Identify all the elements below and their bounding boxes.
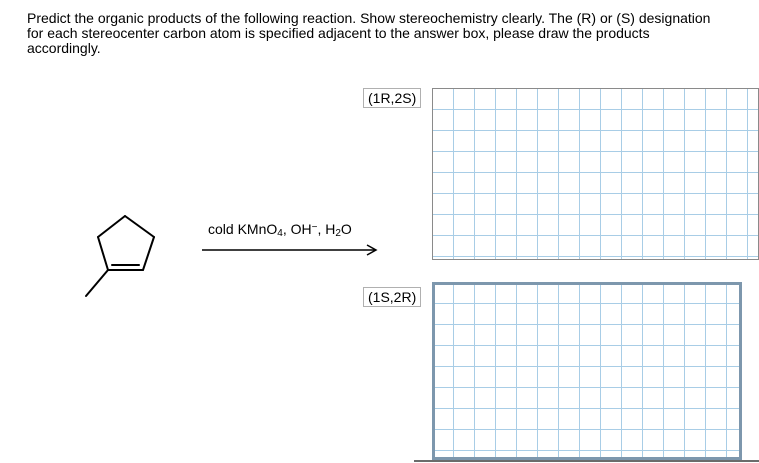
question-text: Predict the organic products of the foll… bbox=[27, 10, 711, 56]
bond-c1-c2 bbox=[124, 215, 155, 238]
bond-c2-c3 bbox=[142, 236, 155, 271]
bond-c4-c5 bbox=[97, 236, 109, 271]
bond-c5-c1 bbox=[97, 215, 126, 238]
stereo-label-1s2r: (1S,2R) bbox=[363, 287, 422, 307]
reaction-conditions: cold KMnO4, OH−, H2O bbox=[208, 221, 352, 239]
stereo-label-1r2s: (1R,2S) bbox=[363, 88, 422, 108]
methylcyclopentene-structure bbox=[85, 215, 155, 297]
bond-methyl bbox=[85, 269, 109, 297]
answer-drawing-canvas-2[interactable] bbox=[432, 282, 742, 460]
canvas-bottom-bar bbox=[414, 460, 759, 462]
answer-drawing-canvas-1[interactable] bbox=[432, 88, 759, 260]
reaction-arrow bbox=[202, 244, 378, 256]
